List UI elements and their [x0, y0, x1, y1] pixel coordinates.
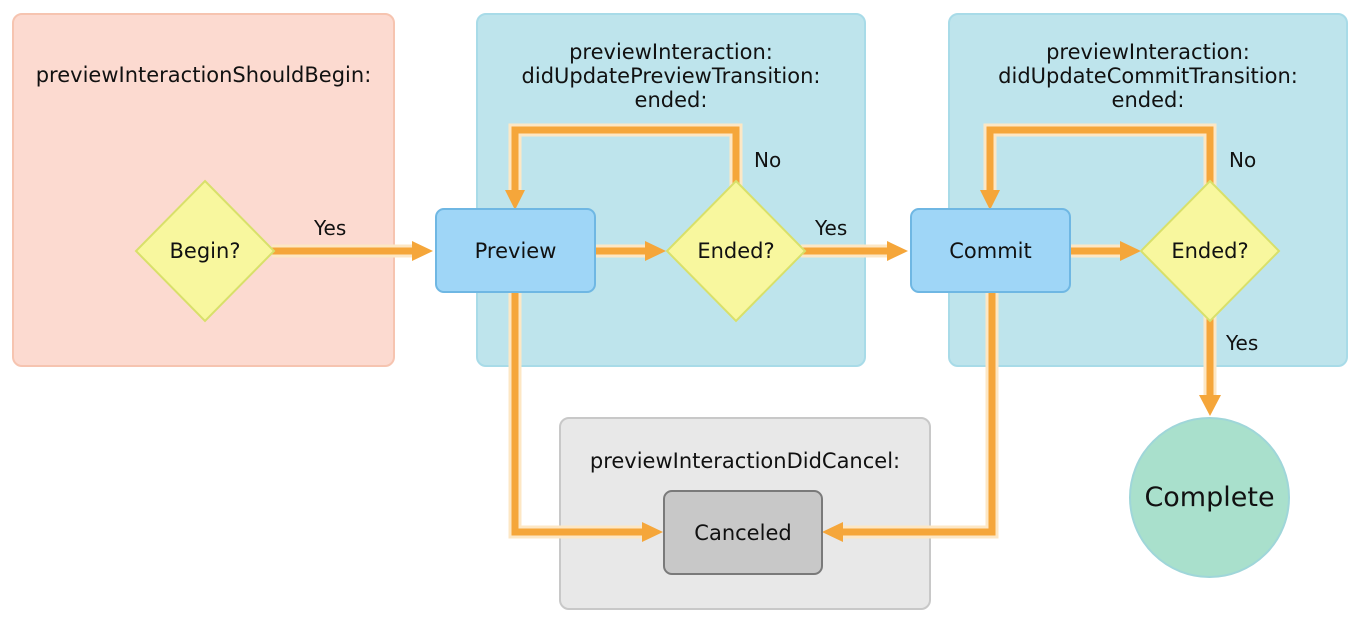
- arrowhead-canceled-right: [822, 522, 843, 542]
- arrow-outline-commit-cancel: [843, 293, 999, 539]
- decision-preview-ended-label: Ended?: [697, 239, 775, 263]
- arrowhead-ended-commit: [1120, 241, 1141, 261]
- panel-preview-transition: previewInteraction: didUpdatePreviewTran…: [476, 13, 866, 367]
- panel-commit-transition: previewInteraction: didUpdateCommitTrans…: [948, 13, 1348, 367]
- arrowhead-complete: [1199, 395, 1221, 416]
- preview-node: Preview: [435, 208, 596, 293]
- arrow-outline-commit-loop: [983, 123, 1217, 190]
- panel-commit-transition-title: previewInteraction: didUpdateCommitTrans…: [998, 40, 1298, 112]
- label-yes-preview-ended: Yes: [815, 216, 848, 240]
- label-no-commit-loop: No: [1229, 148, 1257, 172]
- commit-node: Commit: [910, 208, 1071, 293]
- label-yes-commit-ended: Yes: [1226, 331, 1259, 355]
- arrowhead-preview: [412, 241, 433, 261]
- arrow-commit-loop: [986, 126, 1214, 190]
- arrow-preview-loop: [511, 126, 740, 190]
- decision-commit-ended: [1139, 179, 1281, 323]
- arrowhead-canceled-left: [642, 522, 663, 542]
- decision-preview-ended: [665, 179, 807, 323]
- arrow-outline-preview-cancel: [508, 293, 642, 539]
- decision-diamonds: [134, 179, 1281, 323]
- arrowheads: [412, 190, 1221, 542]
- panel-did-cancel-title: previewInteractionDidCancel:: [589, 449, 901, 473]
- label-yes-begin: Yes: [314, 216, 347, 240]
- arrowhead-ended-preview: [645, 241, 666, 261]
- decision-commit-ended-label: Ended?: [1171, 239, 1249, 263]
- arrow-shafts: [272, 126, 1214, 536]
- complete-node: Complete: [1129, 417, 1290, 578]
- arrowhead-preview-loop: [505, 190, 525, 210]
- arrowhead-commit: [887, 241, 908, 261]
- panel-preview-transition-title: previewInteraction: didUpdatePreviewTran…: [521, 40, 821, 112]
- canceled-node: Canceled: [663, 490, 823, 575]
- arrow-preview-to-canceled: [511, 293, 642, 536]
- label-no-preview-loop: No: [754, 148, 782, 172]
- decision-begin-label: Begin?: [169, 239, 241, 263]
- decision-begin: [134, 179, 276, 323]
- panel-should-begin-title: previewInteractionShouldBegin:: [35, 63, 372, 87]
- arrow-commit-to-canceled: [843, 293, 996, 536]
- arrowhead-commit-loop: [980, 190, 1000, 210]
- arrow-outline-preview-loop: [508, 123, 743, 190]
